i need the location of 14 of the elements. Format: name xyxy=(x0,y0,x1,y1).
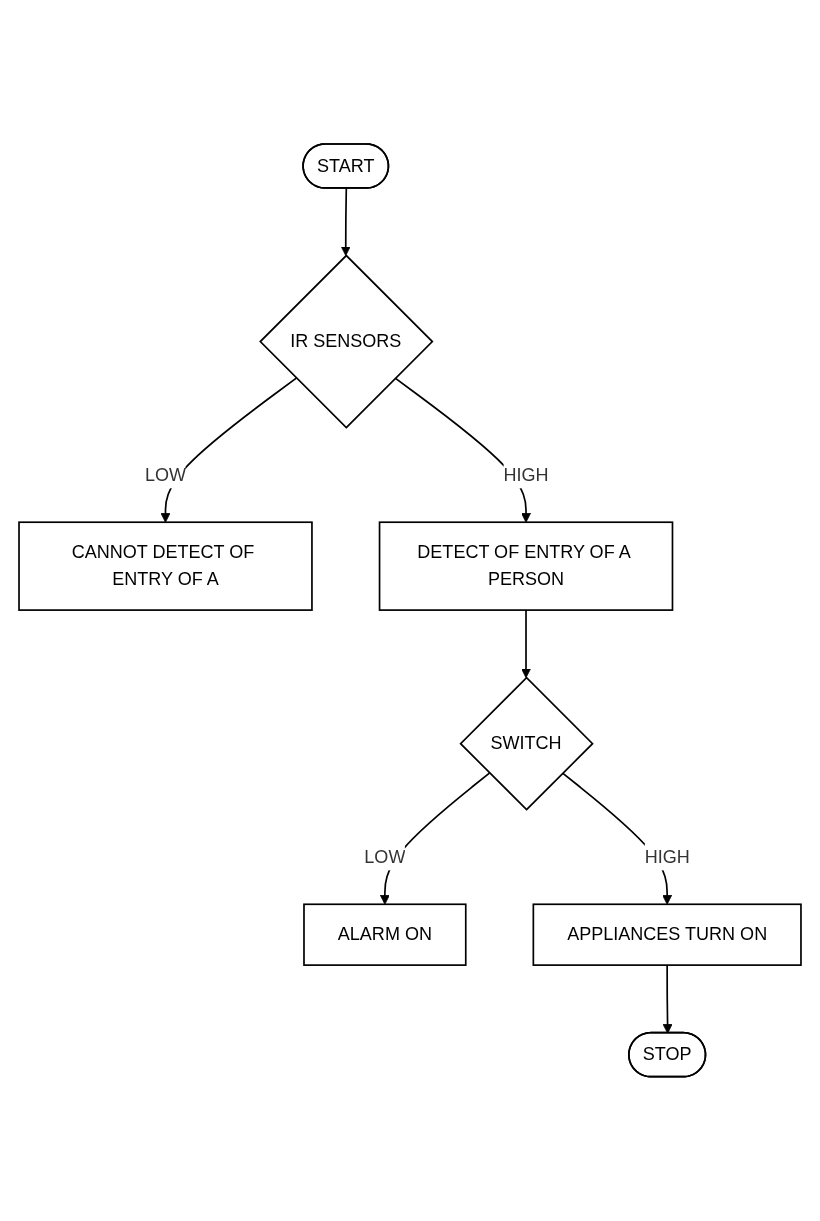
edge-label: HIGH xyxy=(503,464,549,485)
edge-label: HIGH xyxy=(644,846,690,867)
arrow xyxy=(160,377,298,523)
node-box: APPLIANCES TURN ON xyxy=(532,903,802,967)
node-box: CANNOT DETECT OF ENTRY OF A xyxy=(18,521,313,612)
node-box: ALARM ON xyxy=(303,903,467,967)
node-box: DETECT OF ENTRY OF A PERSON xyxy=(378,521,674,612)
arrow xyxy=(340,187,351,257)
arrow xyxy=(521,609,531,679)
node-diamond: IR SENSORS xyxy=(259,254,434,429)
edge-label: LOW xyxy=(364,846,406,867)
edge-label: LOW xyxy=(144,464,187,485)
arrow xyxy=(662,964,673,1034)
node-diamond: SWITCH xyxy=(459,676,594,811)
